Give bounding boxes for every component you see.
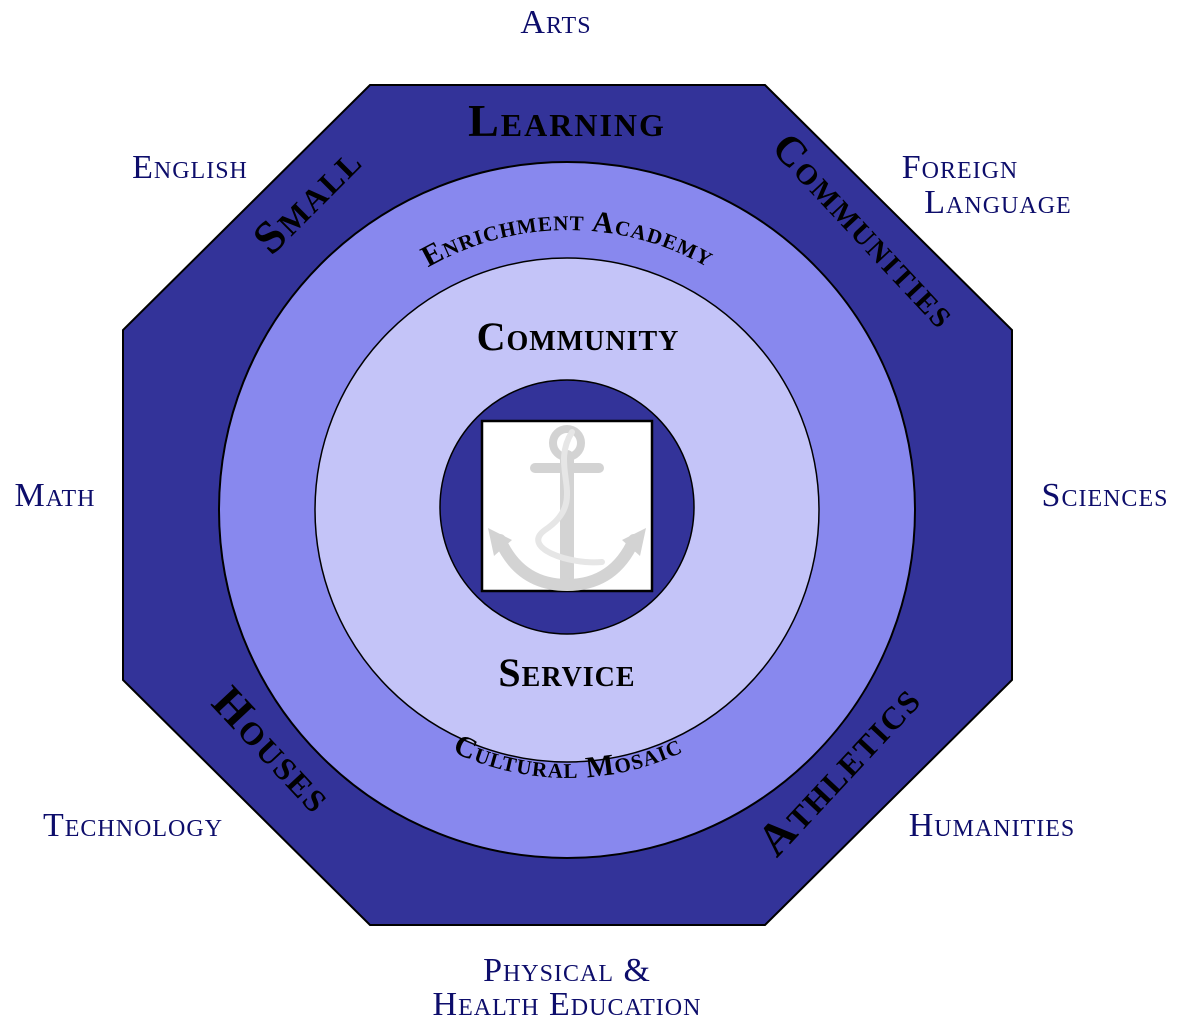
math-label: Math (15, 477, 96, 514)
humanities-label: Humanities (909, 807, 1076, 844)
foreign-language-label-line2: Language (924, 184, 1071, 221)
sciences-label: Sciences (1042, 477, 1169, 514)
community-label: Community (477, 314, 680, 359)
foreign-language-label-line1: Foreign (902, 149, 1019, 186)
arts-label: Arts (520, 4, 591, 41)
anchor-box (480, 419, 654, 593)
learning-label: Learning (468, 95, 666, 146)
english-label: English (132, 149, 248, 186)
physical-health-label-line2: Health Education (433, 986, 702, 1021)
technology-label: Technology (43, 807, 223, 844)
service-label: Service (498, 650, 635, 695)
anchor-icon (488, 425, 646, 592)
physical-health-label-line1: Physical & (483, 952, 651, 989)
